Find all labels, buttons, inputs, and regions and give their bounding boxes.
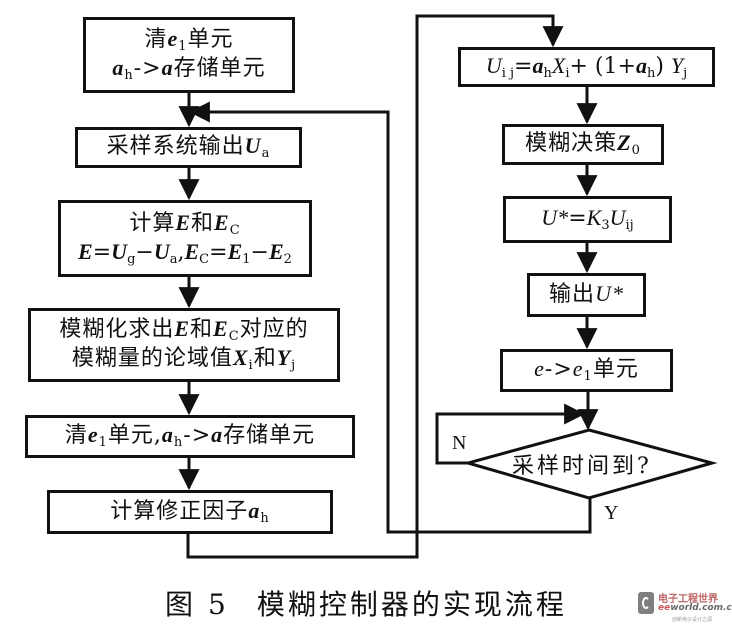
yes-label: Y <box>604 502 619 524</box>
box-sample-output: 采样系统输出Ua <box>75 127 302 168</box>
logo-url: eeworld.com.cn <box>658 603 732 613</box>
caption-title: 模糊控制器的实现流程 <box>256 588 567 621</box>
box-fuzzify: 模糊化求出E和EC对应的 模糊量的论域值Xi和Yj <box>28 308 340 382</box>
box-correction-factor: 计算修正因子ah <box>47 490 333 534</box>
logo-tagline: 创新电子设计之源 <box>672 617 713 623</box>
box-output-u-star: 输出U* <box>527 273 646 317</box>
connector-left-to-right <box>186 14 564 559</box>
box-uij-formula: Ui j=ahXi+ (1+ah) Yj <box>458 47 715 87</box>
caption-prefix: 图 <box>165 588 197 621</box>
logo-title: 电子工程世界 <box>658 594 718 605</box>
logo-icon <box>638 592 654 614</box>
connector-yes-loop <box>188 101 592 534</box>
decision-diamond <box>462 428 718 500</box>
box-clear-e1: 清e1单元 ah->a存储单元 <box>83 17 295 93</box>
caption-number: 5 <box>208 588 229 621</box>
box-fuzzy-decision: 模糊决策Z0 <box>502 124 664 165</box>
box-compute-e-ec: 计算E和EC E=Ug−Ua,EC=E1−E2 <box>58 200 312 277</box>
box-u-star-formula: U*=K3Uij <box>503 196 672 243</box>
box-clear-store: 清e1单元,ah->a存储单元 <box>25 415 355 458</box>
watermark-logo: 电子工程世界 eeworld.com.cn 创新电子设计之源 <box>638 590 732 628</box>
box-e-to-e1: e->e1单元 <box>500 349 673 392</box>
no-label: N <box>452 432 467 454</box>
decision-text: 采样时间到? <box>512 454 652 479</box>
connector-no-loop <box>435 403 586 465</box>
